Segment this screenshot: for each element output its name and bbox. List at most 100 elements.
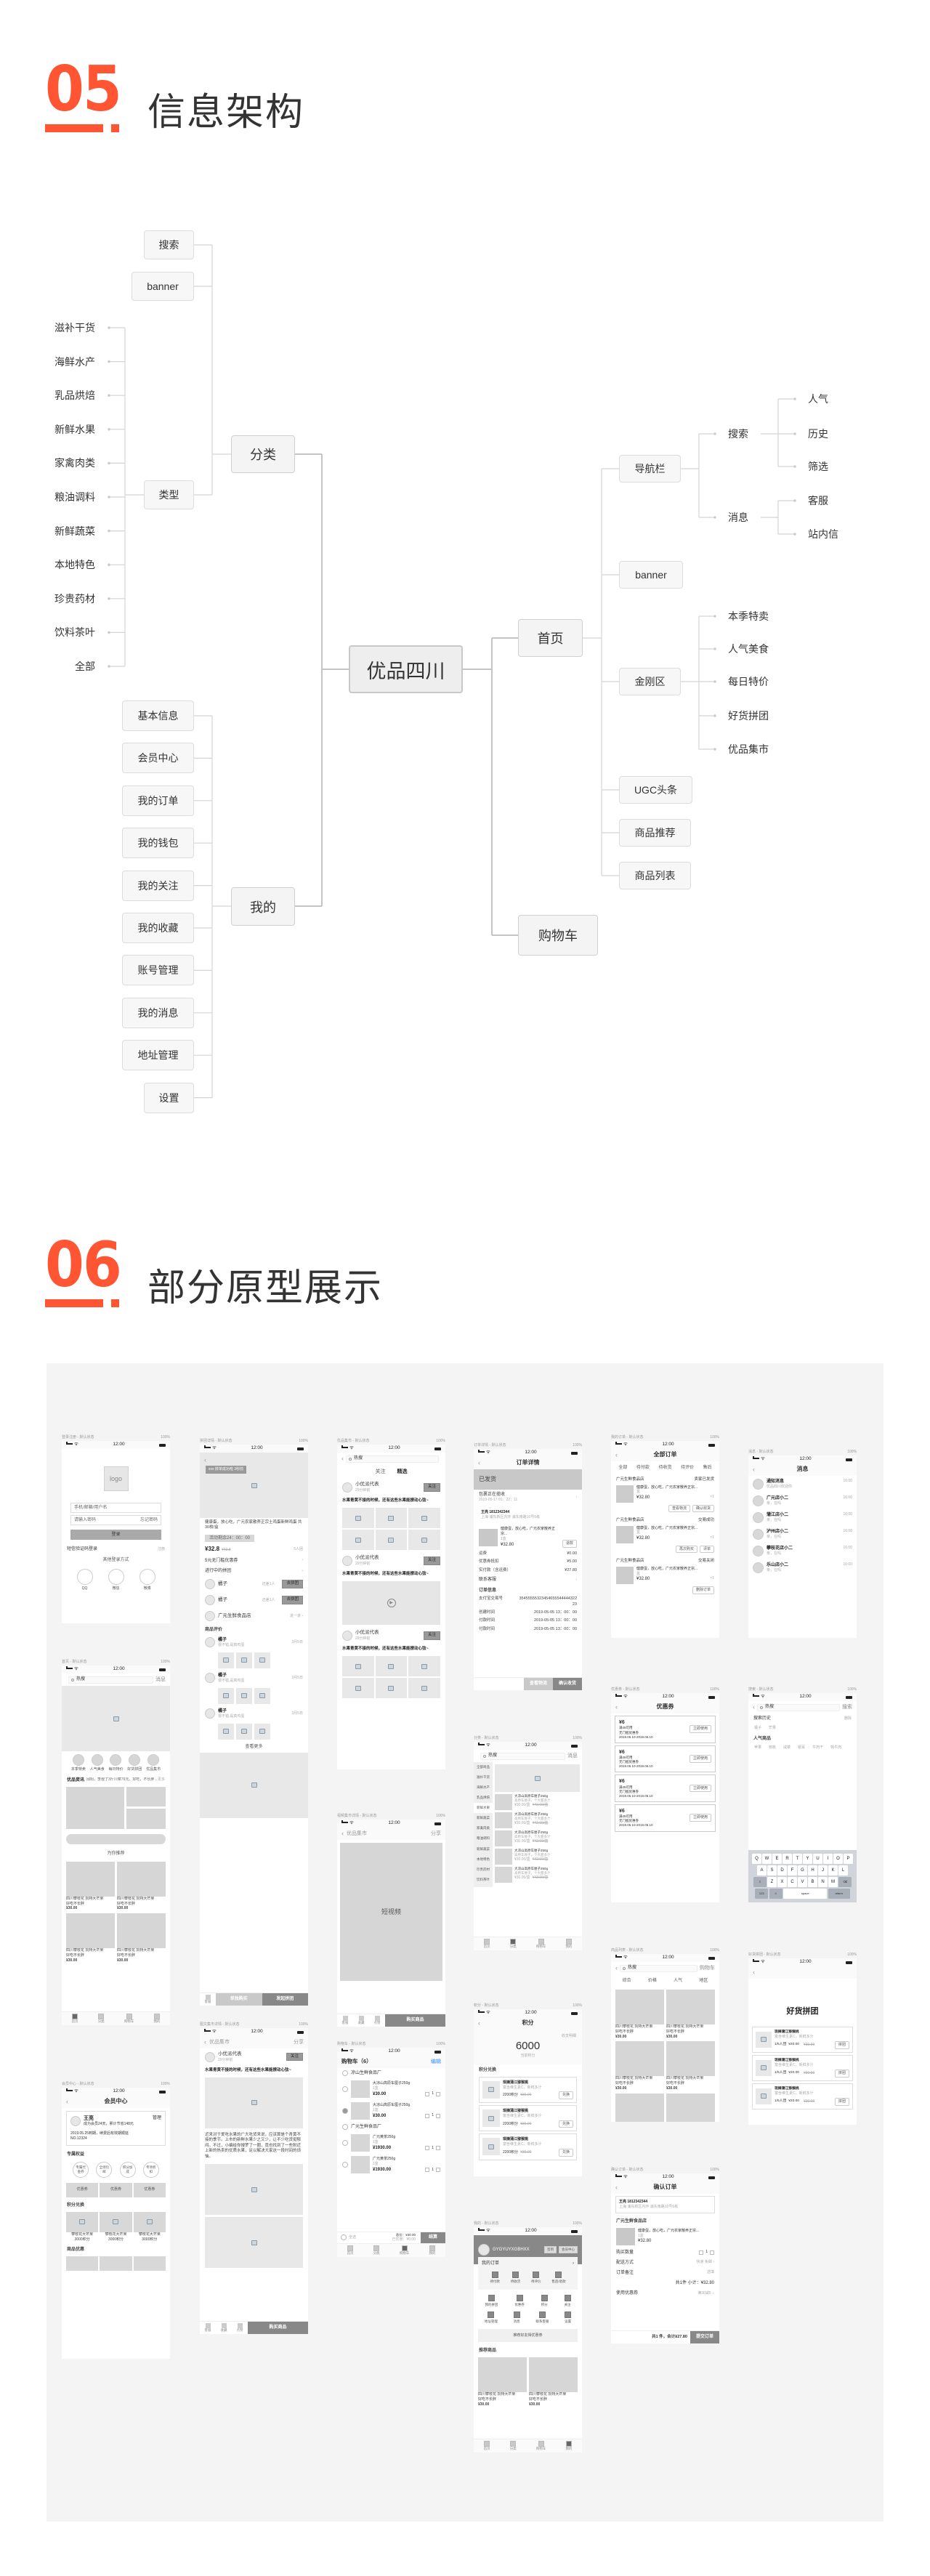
search-input[interactable]: 热搜	[346, 1455, 439, 1463]
mindmap-leaf-type[interactable]: 滋补干货	[54, 322, 95, 334]
product-card[interactable]: 四川攀枝花 凯特大芒果好吃不长胖¥30.00	[66, 1913, 115, 1963]
checkout-button[interactable]: 结算	[421, 2232, 445, 2243]
circle-option[interactable]: QQ	[76, 1569, 93, 1591]
search-right-action[interactable]: 搜索	[842, 1704, 852, 1710]
search-tag[interactable]: 核桃	[769, 1745, 777, 1750]
back-icon[interactable]: ‹	[204, 2038, 206, 2046]
search-input[interactable]: 热搜	[620, 1964, 698, 1972]
mindmap-leaf-type[interactable]: 新鲜水果	[54, 423, 95, 435]
mindmap-node-home-child[interactable]: 商品列表	[619, 862, 691, 889]
action-button[interactable]: 关注	[423, 1556, 440, 1565]
key[interactable]: P	[844, 1854, 853, 1864]
tab-2[interactable]: 购物车	[536, 2440, 546, 2451]
list-row[interactable]: 联系客服›	[474, 1575, 582, 1585]
mindmap-leaf-message[interactable]: 站内信	[808, 528, 838, 540]
sidebar-item[interactable]: 珍贵药材	[477, 1867, 490, 1871]
product-card[interactable]: 四川攀枝花 凯特大芒果好吃不长胖¥30.00	[615, 1990, 664, 2039]
exchange-button[interactable]: 兑换	[558, 2148, 573, 2157]
use-coupon-button[interactable]: 立即使用	[689, 1814, 711, 1822]
back-icon[interactable]: ‹	[204, 1456, 206, 1463]
search-tag[interactable]: 银耳	[798, 1745, 806, 1750]
key[interactable]: D	[777, 1865, 787, 1876]
key[interactable]: X	[777, 1877, 787, 1887]
select-radio[interactable]	[342, 2162, 348, 2168]
mindmap-leaf-type[interactable]: 新鲜蔬菜	[54, 525, 95, 537]
back-icon[interactable]: ‹	[753, 1969, 755, 1977]
shortcut-item[interactable]: 关注	[564, 2295, 571, 2307]
order-status-item[interactable]: 待付款	[490, 2272, 500, 2284]
minus-button[interactable]	[699, 2250, 704, 2255]
product-card[interactable]: 四川攀枝花 凯特大芒果好吃不长胖¥30.00	[529, 2357, 578, 2407]
sidebar-item[interactable]: 本地特色	[477, 1857, 490, 1861]
manage-link[interactable]: 管理	[152, 2116, 161, 2120]
sidebar-item[interactable]: 粮油调料	[477, 1836, 490, 1841]
mindmap-node-mine-child[interactable]: 我的消息	[122, 997, 194, 1028]
select-radio[interactable]	[342, 2124, 348, 2131]
mindmap-leaf-type[interactable]: 全部	[75, 661, 95, 672]
back-icon[interactable]: ‹	[66, 2098, 68, 2106]
search-right-action[interactable]: 购物车	[700, 1965, 715, 1971]
shortcut-item[interactable]: 优惠券	[514, 2295, 525, 2307]
quantity-stepper[interactable]: 1	[425, 2113, 440, 2118]
bar-icon-button[interactable]: 客服	[337, 2014, 353, 2027]
list-row[interactable]: 搜索历史删除	[748, 1713, 857, 1724]
minus-button[interactable]	[425, 2167, 430, 2172]
profile-button[interactable]: 签到	[544, 2245, 557, 2254]
key[interactable]: ⇧	[753, 1877, 767, 1887]
quantity-stepper[interactable]: 1	[425, 2168, 440, 2173]
action-button[interactable]: 发起拼团	[262, 1993, 308, 2006]
use-coupon-button[interactable]: 立即使用	[689, 1725, 711, 1734]
tab-1[interactable]: 精选	[397, 1469, 408, 1474]
promo-pill[interactable]	[66, 1833, 166, 1844]
list-row[interactable]: 使用优惠券满30减5 ○	[611, 2288, 719, 2298]
forgot-password-link[interactable]: 忘记密码	[140, 1517, 158, 1522]
order-status-item[interactable]: 待评价	[531, 2272, 541, 2284]
tab-1[interactable]: 分类	[510, 1938, 517, 1949]
shortcut-item[interactable]: 联系客服	[535, 2311, 549, 2324]
select-radio[interactable]	[342, 2086, 348, 2093]
tab-0[interactable]: 首页	[484, 1938, 490, 1949]
mindmap-node-home-child[interactable]: 金刚区	[619, 668, 681, 695]
mindmap-leaf-kingkong[interactable]: 每日特价	[728, 676, 769, 687]
news-more[interactable]: 更多	[157, 1777, 165, 1782]
grid-tile[interactable]	[133, 2256, 166, 2272]
mindmap-node-mine-child[interactable]: 设置	[144, 1082, 194, 1113]
tab-2[interactable]: 购物车	[400, 2245, 409, 2256]
sidebar-item[interactable]: 全部商品	[477, 1765, 490, 1769]
search-tag[interactable]: 咸菜	[783, 1745, 791, 1750]
key[interactable]: ⌫	[838, 1877, 852, 1887]
product-card[interactable]: 四川攀枝花 凯特大芒果好吃不长胖¥30.00	[666, 2041, 715, 2091]
key[interactable]: return	[828, 1889, 850, 1899]
search-tag[interactable]: 橘子	[754, 1726, 762, 1731]
key[interactable]: Z	[767, 1877, 777, 1887]
join-group-button[interactable]: 拼团	[834, 2098, 849, 2106]
search-input[interactable]: 热搜	[68, 1676, 153, 1684]
key[interactable]: C	[788, 1877, 797, 1887]
exchange-button[interactable]: 兑换	[558, 2120, 573, 2128]
sidebar-item[interactable]: 新鲜蔬菜	[477, 1816, 490, 1820]
key[interactable]: N	[818, 1877, 828, 1887]
circle-option[interactable]: 微博	[139, 1569, 155, 1591]
circle-option[interactable]: 积分加成	[119, 2161, 136, 2178]
circle-option[interactable]: 好货拼团	[127, 1754, 142, 1772]
mindmap-node-mine-child[interactable]: 基本信息	[122, 700, 194, 731]
back-icon[interactable]: ‹	[753, 1466, 755, 1474]
product-card[interactable]: 四川攀枝花 凯特大芒果好吃不长胖¥30.00	[117, 1913, 166, 1963]
mindmap-node-mine-child[interactable]: 我的钱包	[122, 828, 194, 859]
list-row[interactable]: 短信验证码登录注册	[62, 1544, 170, 1554]
tab-2[interactable]: 购物车	[124, 2013, 134, 2024]
key[interactable]: A	[757, 1865, 767, 1876]
sidebar-item[interactable]: 新鲜蔬菜	[477, 1846, 490, 1851]
tab-3[interactable]: 我的	[153, 2013, 160, 2024]
key[interactable]: Y	[803, 1854, 812, 1864]
tab-0[interactable]: 首页	[484, 2440, 490, 2451]
text-field[interactable]: 请输入密码忘记密码	[70, 1515, 161, 1525]
tab-0[interactable]: 综合	[622, 1979, 631, 1983]
mindmap-node-home-child[interactable]: 导航栏	[619, 455, 681, 483]
